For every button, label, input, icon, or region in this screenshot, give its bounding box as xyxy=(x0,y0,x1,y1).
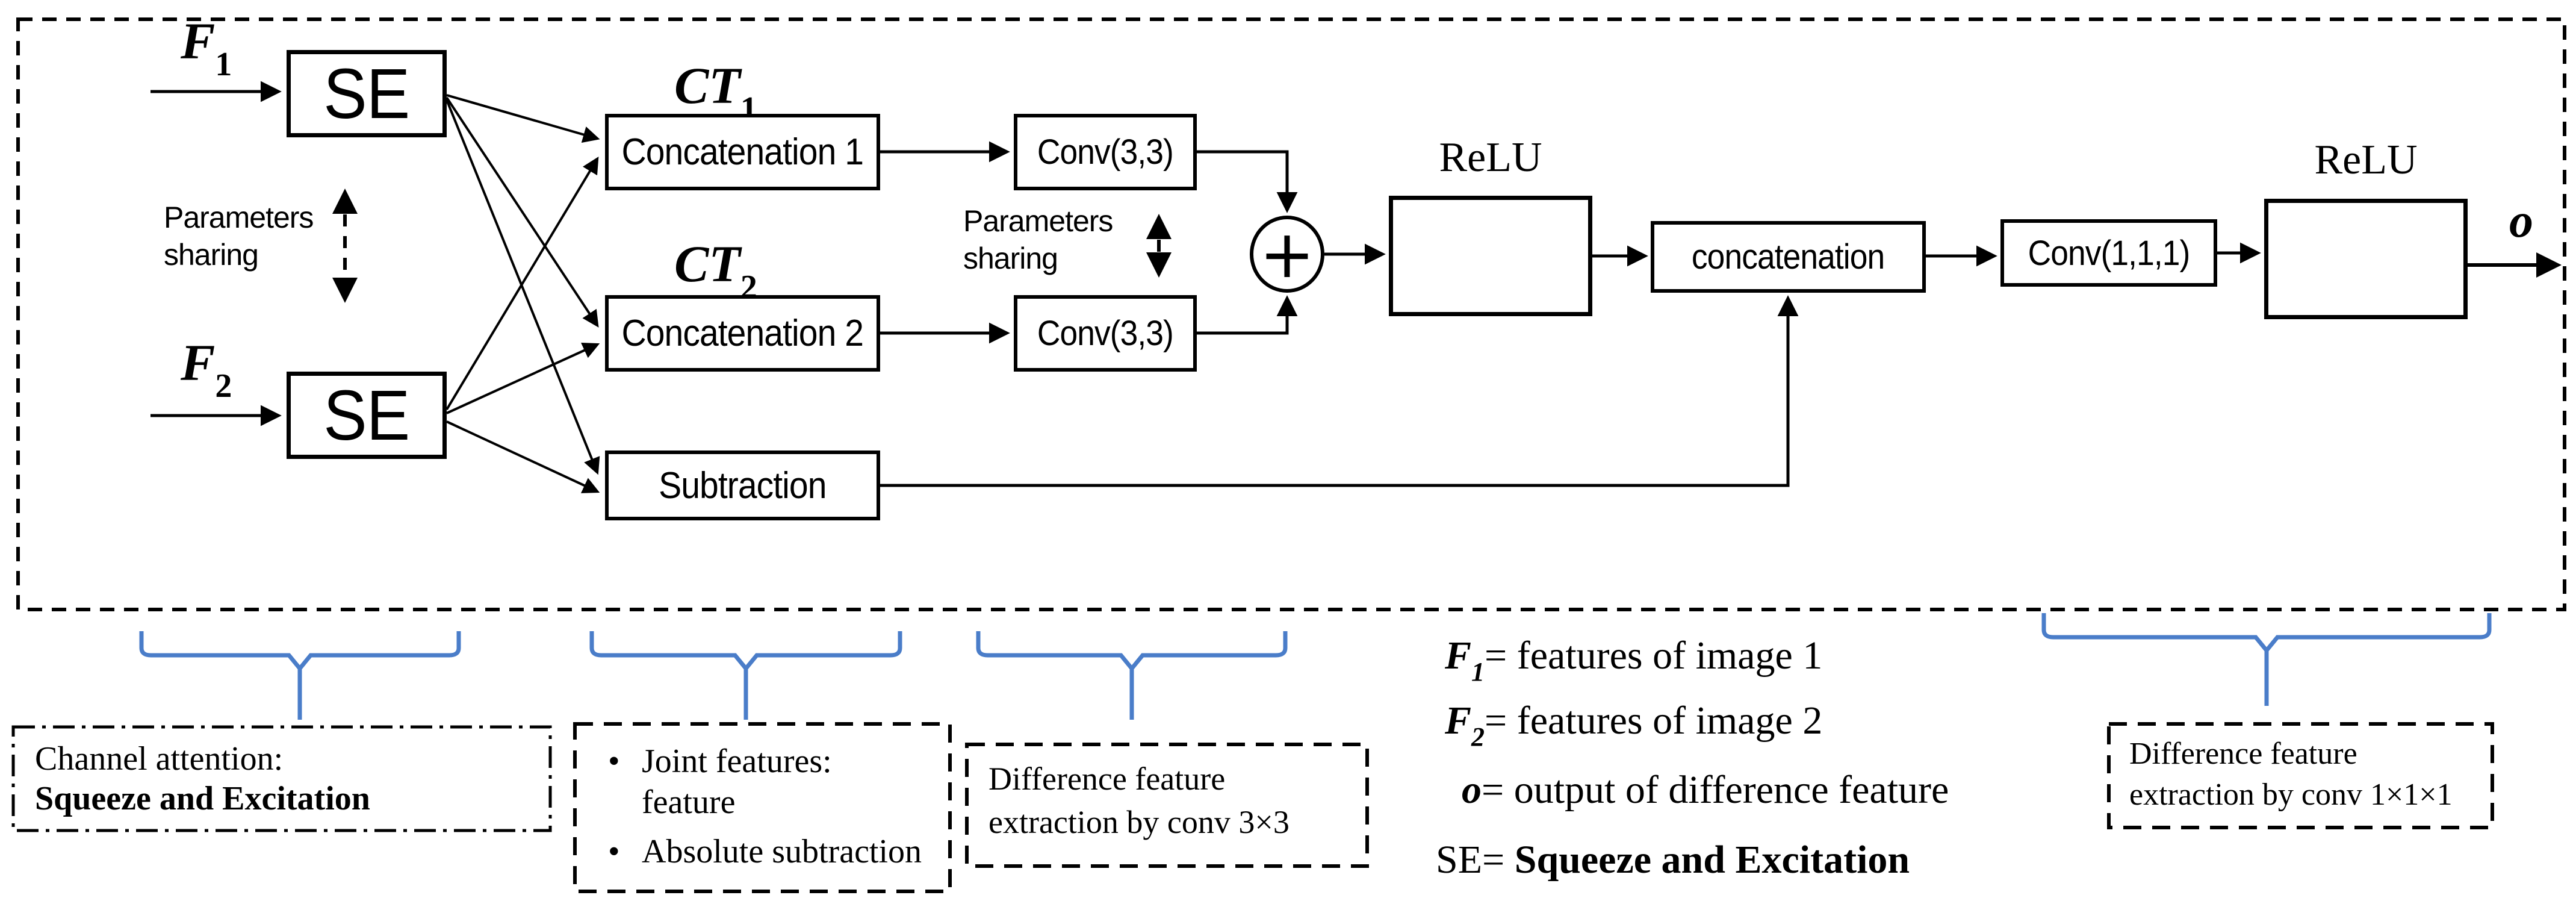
legend-f2-symbol: F xyxy=(1445,699,1472,743)
concatenation2-box: Concatenation 2 xyxy=(605,295,880,372)
outer-dashed-container xyxy=(16,17,2566,611)
relu-title-right: ReLU xyxy=(2314,137,2418,183)
conv111-box: Conv(1,1,1) xyxy=(2000,219,2217,287)
bullet-icon: • xyxy=(608,743,620,780)
channel-attention-box-border xyxy=(11,725,552,832)
bullet-icon: • xyxy=(608,833,620,870)
conv33-top-label: Conv(3,3) xyxy=(1037,132,1174,172)
plus-adder-node: + xyxy=(1250,216,1324,293)
legend-se-symbol: SE xyxy=(1436,838,1483,882)
conv111-label: Conv(1,1,1) xyxy=(2028,233,2191,273)
elbow-conv33bottom-to-plus xyxy=(1197,295,1298,335)
diff-conv111-line2: extraction by conv 1×1×1 xyxy=(2129,778,2453,812)
legend-se-definition: Squeeze and Excitation xyxy=(1514,838,1910,882)
line-se1-to-concat2 xyxy=(445,96,599,328)
legend-output-text: = output of difference feature xyxy=(1482,768,1949,812)
se-box-top: SE xyxy=(287,50,447,137)
ct2-label: CT2 xyxy=(674,235,757,306)
f1-label: F1 xyxy=(181,12,232,83)
brace-diff-conv111 xyxy=(2041,613,2492,706)
elbow-subtraction-to-concatenation xyxy=(880,295,1799,487)
brace-diff-conv33 xyxy=(976,631,1288,720)
subtraction-label: Subtraction xyxy=(659,464,827,507)
line-se2-to-subtraction xyxy=(446,420,600,493)
concatenation2-label: Concatenation 2 xyxy=(621,313,864,354)
diff-conv33-line2: extraction by conv 3×3 xyxy=(989,804,1290,840)
elbow-conv33top-to-plus xyxy=(1197,150,1298,213)
concatenation-merge-box: concatenation xyxy=(1651,221,1926,293)
params-sharing-left-line1: Parameters xyxy=(164,201,314,234)
ct1-label: CT1 xyxy=(674,57,757,128)
params-sharing-mid-line2: sharing xyxy=(963,242,1058,275)
legend-output-symbol: o xyxy=(1462,768,1482,812)
params-sharing-note-left: Parameters sharing xyxy=(164,199,314,273)
channel-attention-line2: Squeeze and Excitation xyxy=(35,780,370,817)
legend-f1: F1= features of image 1 xyxy=(1445,634,1823,687)
line-se2-to-concat1 xyxy=(445,157,599,411)
concatenation1-box: Concatenation 1 xyxy=(605,114,880,190)
params-sharing-left-line2: sharing xyxy=(164,238,259,272)
joint-features-item1-line1: •Joint features: xyxy=(608,743,832,780)
relu-box-left xyxy=(1389,196,1592,316)
joint-features-item1-line2: feature xyxy=(642,784,736,821)
legend-f1-symbol: F xyxy=(1445,634,1472,678)
legend-f2: F2= features of image 2 xyxy=(1445,699,1823,752)
legend-se: SE= Squeeze and Excitation xyxy=(1436,838,1910,882)
line-se2-to-concat2 xyxy=(446,342,600,414)
diff-conv111-line1: Difference feature xyxy=(2129,737,2357,771)
relu-box-right xyxy=(2264,199,2468,319)
params-sharing-note-mid: Parameters sharing xyxy=(963,202,1113,277)
se-box-top-label: SE xyxy=(323,54,410,134)
relu-title-left: ReLU xyxy=(1439,134,1542,181)
params-sharing-mid-line1: Parameters xyxy=(963,204,1113,238)
f2-label: F2 xyxy=(181,334,232,405)
concatenation1-label: Concatenation 1 xyxy=(621,131,864,173)
line-se1-to-concat1 xyxy=(446,94,600,143)
conv33-bottom-label: Conv(3,3) xyxy=(1037,314,1174,353)
subtraction-box: Subtraction xyxy=(605,450,880,520)
legend-output: o= output of difference feature xyxy=(1462,767,1949,813)
output-label: o xyxy=(2509,195,2533,248)
se-box-bottom: SE xyxy=(287,372,447,459)
diff-conv33-box-border xyxy=(965,743,1369,868)
se-box-bottom-label: SE xyxy=(323,375,410,455)
brace-joint-features xyxy=(589,631,902,720)
brace-channel-attention xyxy=(139,631,461,720)
joint-features-box-border xyxy=(573,722,952,893)
concatenation-merge-label: concatenation xyxy=(1692,237,1885,276)
conv33-bottom-box: Conv(3,3) xyxy=(1014,295,1197,372)
legend-f2-text: = features of image 2 xyxy=(1485,699,1823,743)
diff-conv33-line1: Difference feature xyxy=(989,761,1226,797)
diff-conv111-box-border xyxy=(2107,722,2494,829)
conv33-top-box: Conv(3,3) xyxy=(1014,114,1197,190)
joint-features-item2: •Absolute subtraction xyxy=(608,833,922,870)
channel-attention-line1: Channel attention: xyxy=(35,740,284,778)
legend-f1-text: = features of image 1 xyxy=(1485,634,1823,678)
